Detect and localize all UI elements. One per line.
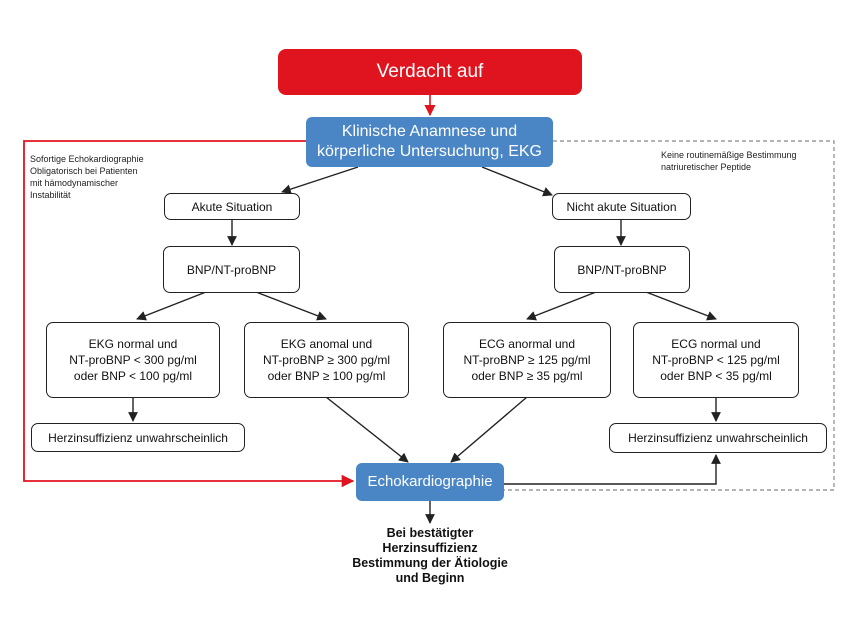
arrow-clinical-to-acute bbox=[281, 166, 359, 194]
criteria-2-line-1: EKG anomal und bbox=[280, 337, 373, 351]
criteria-2-line-3: oder BNP ≥ 100 pg/ml bbox=[267, 369, 386, 383]
result-line-2: Herzinsuffizienz bbox=[382, 541, 478, 555]
right-note-line-2: natriuretischer Peptide bbox=[661, 162, 752, 172]
arrow-bnp-to-box4 bbox=[645, 291, 717, 321]
criteria-4-line-2: NT-proBNP < 125 pg/ml bbox=[652, 353, 780, 367]
result-line-4: und Beginn bbox=[395, 571, 465, 585]
arrow-bnp-to-box2 bbox=[255, 291, 327, 321]
bnp-right-label: BNP/NT-proBNP bbox=[577, 262, 667, 277]
echocardiography-label: Echokardiographie bbox=[367, 473, 493, 490]
result-line-3: Bestimmung der Ätiologie bbox=[352, 556, 508, 570]
criteria-box-2: EKG anomal und NT-proBNP ≥ 300 pg/ml ode… bbox=[244, 322, 409, 398]
bnp-left-label: BNP/NT-proBNP bbox=[186, 262, 277, 277]
arrow-box2-to-echo bbox=[325, 396, 409, 463]
arrow-bnp-to-box3 bbox=[526, 291, 597, 321]
non-acute-situation-box: Nicht akute Situation bbox=[552, 193, 691, 220]
bnp-right-box: BNP/NT-proBNP bbox=[554, 246, 690, 293]
hf-unlikely-right-box: Herzinsuffizienz unwahrscheinlich bbox=[609, 423, 827, 453]
suspicion-box: Verdacht auf bbox=[278, 49, 582, 95]
non-acute-situation-label: Nicht akute Situation bbox=[566, 199, 677, 214]
left-note-line-3: mit hämodynamischer bbox=[30, 178, 119, 188]
criteria-box-4: ECG normal und NT-proBNP < 125 pg/ml ode… bbox=[633, 322, 799, 398]
criteria-3-line-1: ECG anormal und bbox=[478, 337, 576, 351]
hf-unlikely-left-box: Herzinsuffizienz unwahrscheinlich bbox=[31, 423, 245, 452]
echocardiography-box: Echokardiographie bbox=[356, 463, 504, 501]
arrow-clinical-to-nonacute bbox=[481, 166, 553, 197]
right-note: Keine routinemäßige Bestimmung natriuret… bbox=[661, 149, 831, 173]
clinical-line-1: Klinische Anamnese und bbox=[341, 123, 518, 140]
result-text: Bei bestätigter Herzinsuffizienz Bestimm… bbox=[330, 526, 530, 586]
criteria-4-line-1: ECG normal und bbox=[671, 337, 761, 351]
clinical-exam-box: Klinische Anamnese und körperliche Unter… bbox=[306, 117, 553, 167]
result-line-1: Bei bestätigter bbox=[386, 526, 474, 540]
criteria-4-line-3: oder BNP < 35 pg/ml bbox=[660, 369, 772, 383]
acute-situation-box: Akute Situation bbox=[164, 193, 300, 220]
left-note-line-2: Obligatorisch bei Patienten bbox=[30, 166, 138, 176]
criteria-2-line-2: NT-proBNP ≥ 300 pg/ml bbox=[262, 353, 391, 367]
clinical-line-2: körperliche Untersuchung, EKG bbox=[317, 143, 542, 160]
arrow-immediate-echo bbox=[23, 140, 355, 488]
criteria-1-line-1: EKG normal und bbox=[88, 337, 178, 351]
criteria-box-3: ECG anormal und NT-proBNP ≥ 125 pg/ml od… bbox=[443, 322, 611, 398]
right-note-line-1: Keine routinemäßige Bestimmung bbox=[661, 150, 797, 160]
criteria-1-line-3: oder BNP < 100 pg/ml bbox=[73, 369, 193, 383]
acute-situation-label: Akute Situation bbox=[191, 199, 273, 214]
dashed-bypass-line bbox=[504, 140, 835, 491]
left-note-line-1: Sofortige Echokardiographie bbox=[30, 154, 144, 164]
left-note: Sofortige Echokardiographie Obligatorisc… bbox=[30, 153, 200, 201]
hf-unlikely-left-label: Herzinsuffizienz unwahrscheinlich bbox=[48, 430, 228, 445]
suspicion-label: Verdacht auf bbox=[376, 61, 484, 82]
hf-unlikely-right-label: Herzinsuffizienz unwahrscheinlich bbox=[628, 431, 808, 445]
criteria-box-1: EKG normal und NT-proBNP < 300 pg/ml ode… bbox=[46, 322, 220, 398]
arrow-box3-to-echo bbox=[450, 396, 528, 463]
criteria-3-line-3: oder BNP ≥ 35 pg/ml bbox=[471, 369, 583, 383]
arrow-echo-to-unlikely-right bbox=[504, 454, 721, 485]
left-note-line-4: Instabilität bbox=[30, 190, 71, 200]
arrow-bnp-to-box1 bbox=[136, 291, 207, 321]
criteria-3-line-2: NT-proBNP ≥ 125 pg/ml bbox=[463, 353, 591, 367]
criteria-1-line-2: NT-proBNP < 300 pg/ml bbox=[69, 353, 197, 367]
bnp-left-box: BNP/NT-proBNP bbox=[163, 246, 300, 293]
